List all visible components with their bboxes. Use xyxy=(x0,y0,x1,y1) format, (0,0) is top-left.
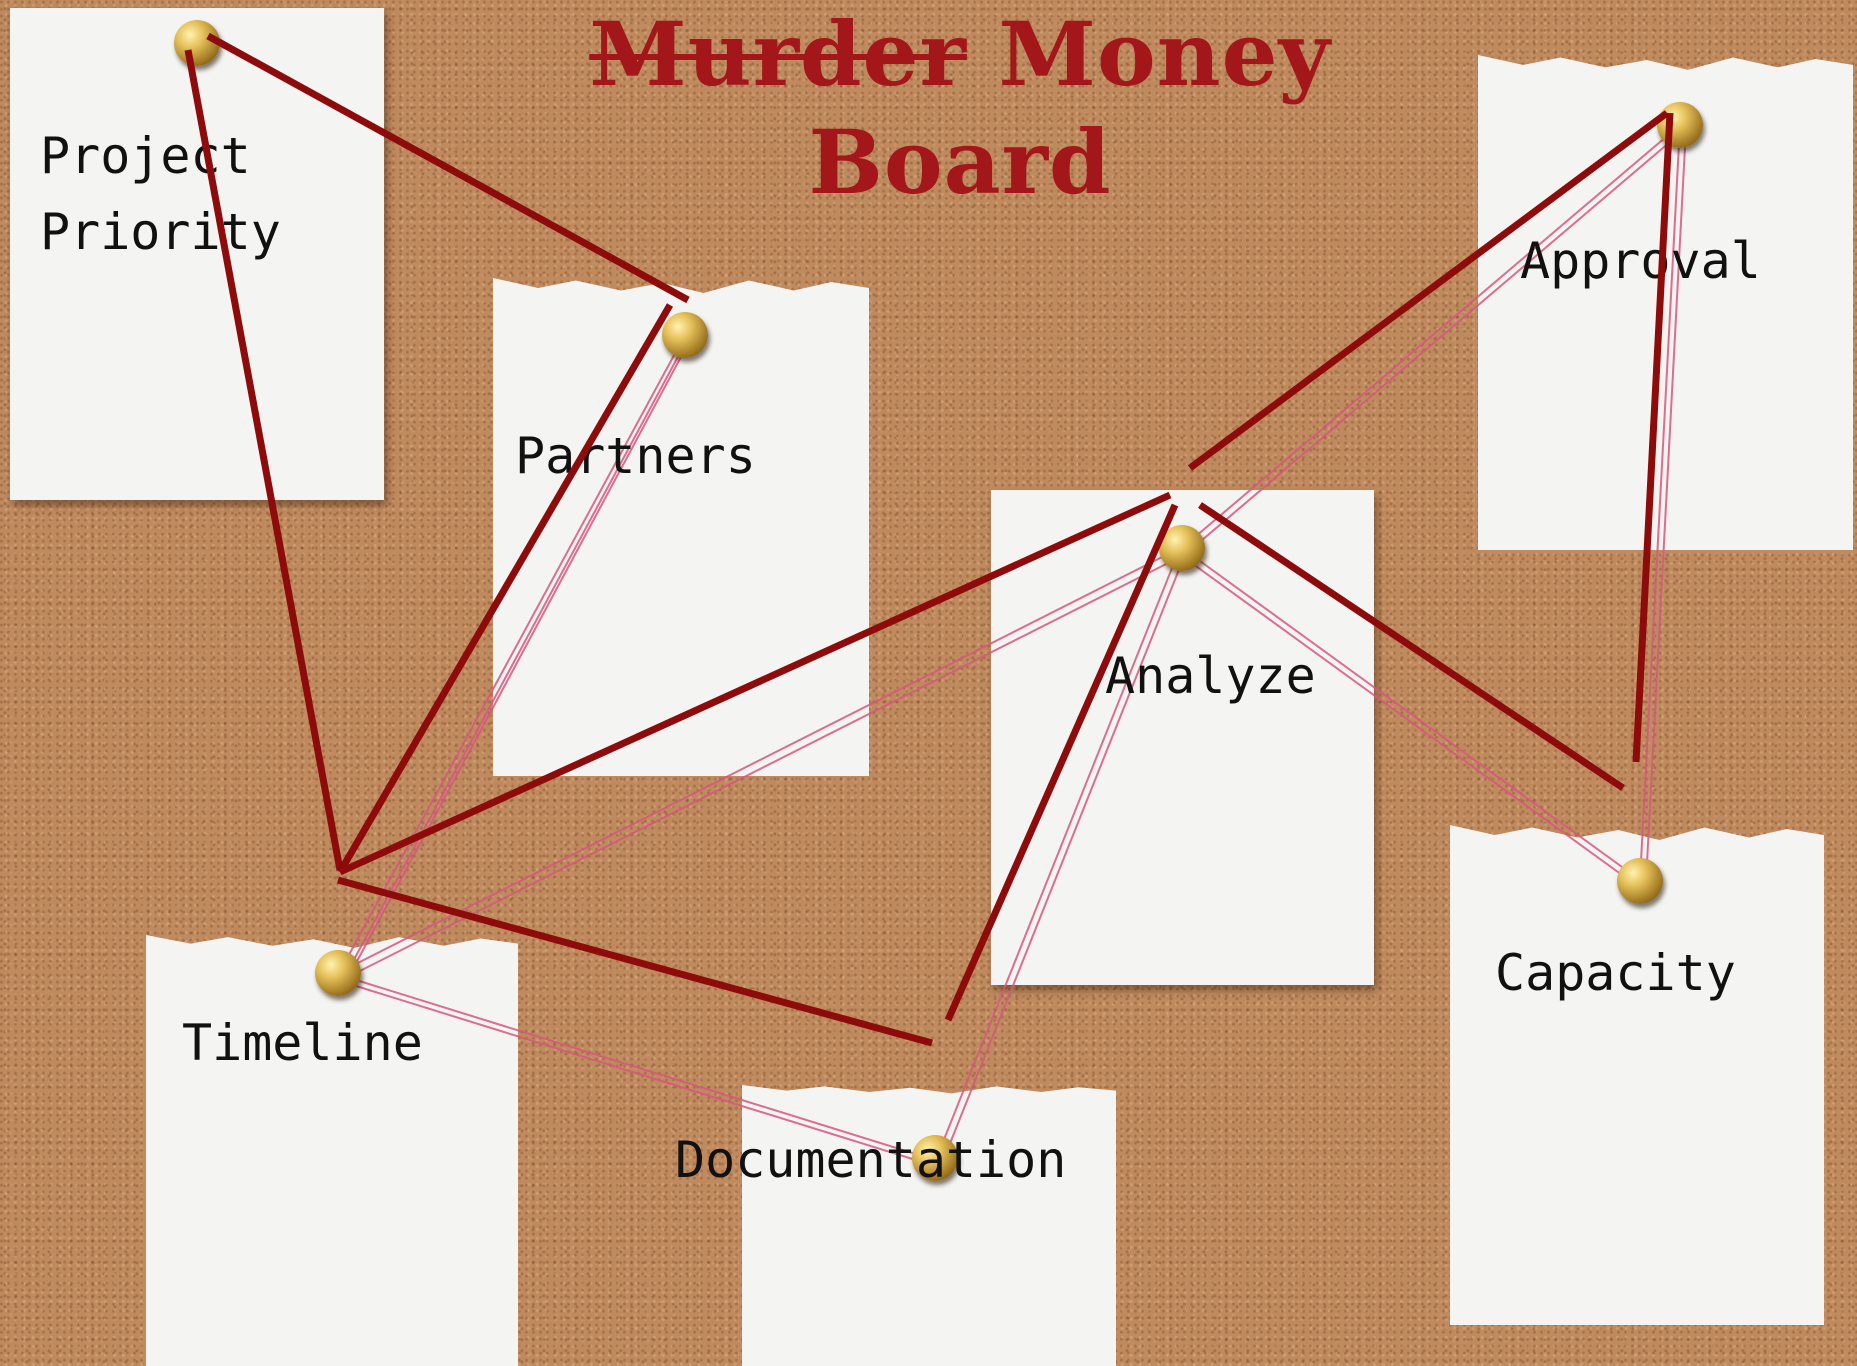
note-documentation xyxy=(742,1085,1116,1366)
yarn-timeline-partners xyxy=(337,334,686,976)
pin-approval xyxy=(1657,102,1703,148)
board-title: Murder Money Board xyxy=(560,0,1360,216)
pin-partners xyxy=(662,312,708,358)
red-line-analyze-approval xyxy=(1187,110,1670,471)
pin-project-priority xyxy=(174,20,220,66)
label-partners: Partners xyxy=(515,427,756,485)
label-documentation: Documentation xyxy=(675,1131,1067,1189)
yarn-timeline-documentation xyxy=(339,974,936,1161)
label-approval: Approval xyxy=(1520,232,1761,290)
yarn-analyze-approval xyxy=(1181,124,1681,549)
pin-timeline xyxy=(315,950,361,996)
red-line-approval-capacity xyxy=(1632,112,1674,763)
red-line-partners-timeline xyxy=(336,303,674,874)
yarn-analyze-capacity xyxy=(1181,547,1641,881)
pin-analyze xyxy=(1159,525,1205,571)
title-word-money: Money xyxy=(998,2,1331,106)
pin-documentation xyxy=(912,1135,958,1181)
yarn-analyze-documentation xyxy=(934,547,1181,1163)
title-struck-word: Murder xyxy=(589,2,967,106)
title-word-board: Board xyxy=(808,110,1112,214)
label-analyze: Analyze xyxy=(1105,647,1316,705)
label-capacity: Capacity xyxy=(1495,944,1736,1002)
yarn-timeline-analyze xyxy=(339,547,1181,973)
note-timeline xyxy=(146,935,518,1366)
red-line-priority-timeline xyxy=(184,49,344,871)
pin-capacity xyxy=(1617,858,1663,904)
red-line-analyze-documentation xyxy=(944,503,1179,1022)
note-partners xyxy=(493,278,869,776)
red-line-timeline-analyze xyxy=(338,491,1172,876)
label-timeline: Timeline xyxy=(182,1014,423,1072)
red-line-timeline-documentation xyxy=(337,876,933,1047)
yarn-approval-capacity xyxy=(1639,124,1681,881)
label-project-priority: Project Priority xyxy=(40,127,281,261)
note-analyze xyxy=(991,490,1374,985)
red-line-analyze-capacity xyxy=(1198,502,1625,791)
note-capacity xyxy=(1450,825,1824,1325)
red-line-priority-partners xyxy=(206,32,690,304)
